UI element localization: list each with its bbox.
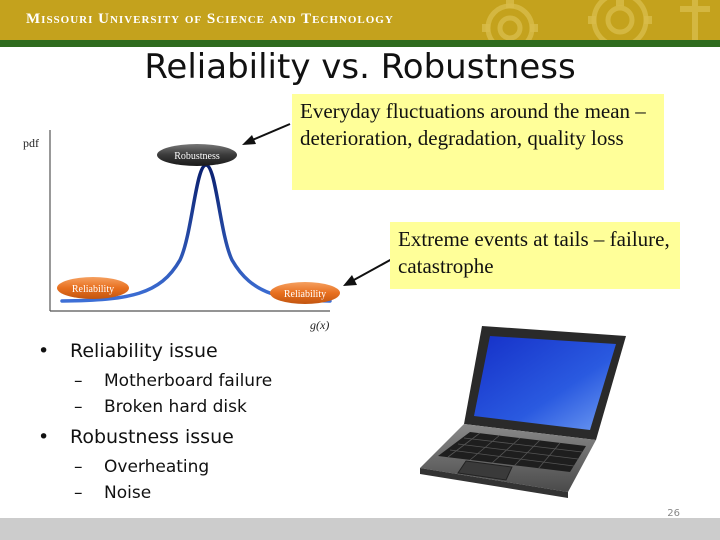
x-axis-label: g(x) [310,318,329,332]
sub-item-text: Overheating [104,457,210,477]
page-number: 26 [667,508,680,519]
left-reliability-label: Reliability [72,284,114,295]
sub-item-text: Noise [104,483,152,503]
institution-name: Missouri University of Science and Techn… [26,11,394,27]
header-divider [0,40,720,47]
sub-list: – Overheating – Noise [74,454,398,506]
dash-symbol: – [74,371,83,391]
bullet-item: • Reliability issue [38,338,398,364]
header-banner: Missouri University of Science and Techn… [0,0,720,40]
right-reliability-bubble [270,282,340,304]
sub-item-text: Broken hard disk [104,397,247,417]
callout-extreme-events: Extreme events at tails – failure, catas… [390,222,680,289]
arrow-icon [242,123,291,145]
dash-symbol: – [74,397,83,417]
footer-bar [0,518,720,540]
robustness-label-bubble [157,144,237,166]
slide-title: Reliability vs. Robustness [144,47,576,87]
dash-symbol: – [74,483,83,503]
sub-list: – Motherboard failure – Broken hard disk [74,368,398,420]
sub-item: – Broken hard disk [74,394,398,420]
sub-item: – Noise [74,480,398,506]
laptop-icon [420,326,626,498]
right-reliability-label: Reliability [284,289,326,300]
sub-item: – Overheating [74,454,398,480]
y-axis-label: pdf [23,136,39,150]
bullet-item: • Robustness issue [38,424,398,450]
dash-symbol: – [74,457,83,477]
bullet-symbol: • [38,426,50,448]
sub-item: – Motherboard failure [74,368,398,394]
bullet-text: Robustness issue [70,426,234,448]
sub-item-text: Motherboard failure [104,371,273,391]
bullet-symbol: • [38,340,50,362]
robustness-label: Robustness [174,151,220,162]
arrow-icon [343,258,393,286]
bullet-list: • Reliability issue – Motherboard failure … [38,338,398,510]
callout-fluctuations: Everyday fluctuations around the mean – … [292,94,664,190]
gear-logo-icon [482,0,710,40]
left-reliability-bubble [57,277,129,299]
bullet-text: Reliability issue [70,340,218,362]
